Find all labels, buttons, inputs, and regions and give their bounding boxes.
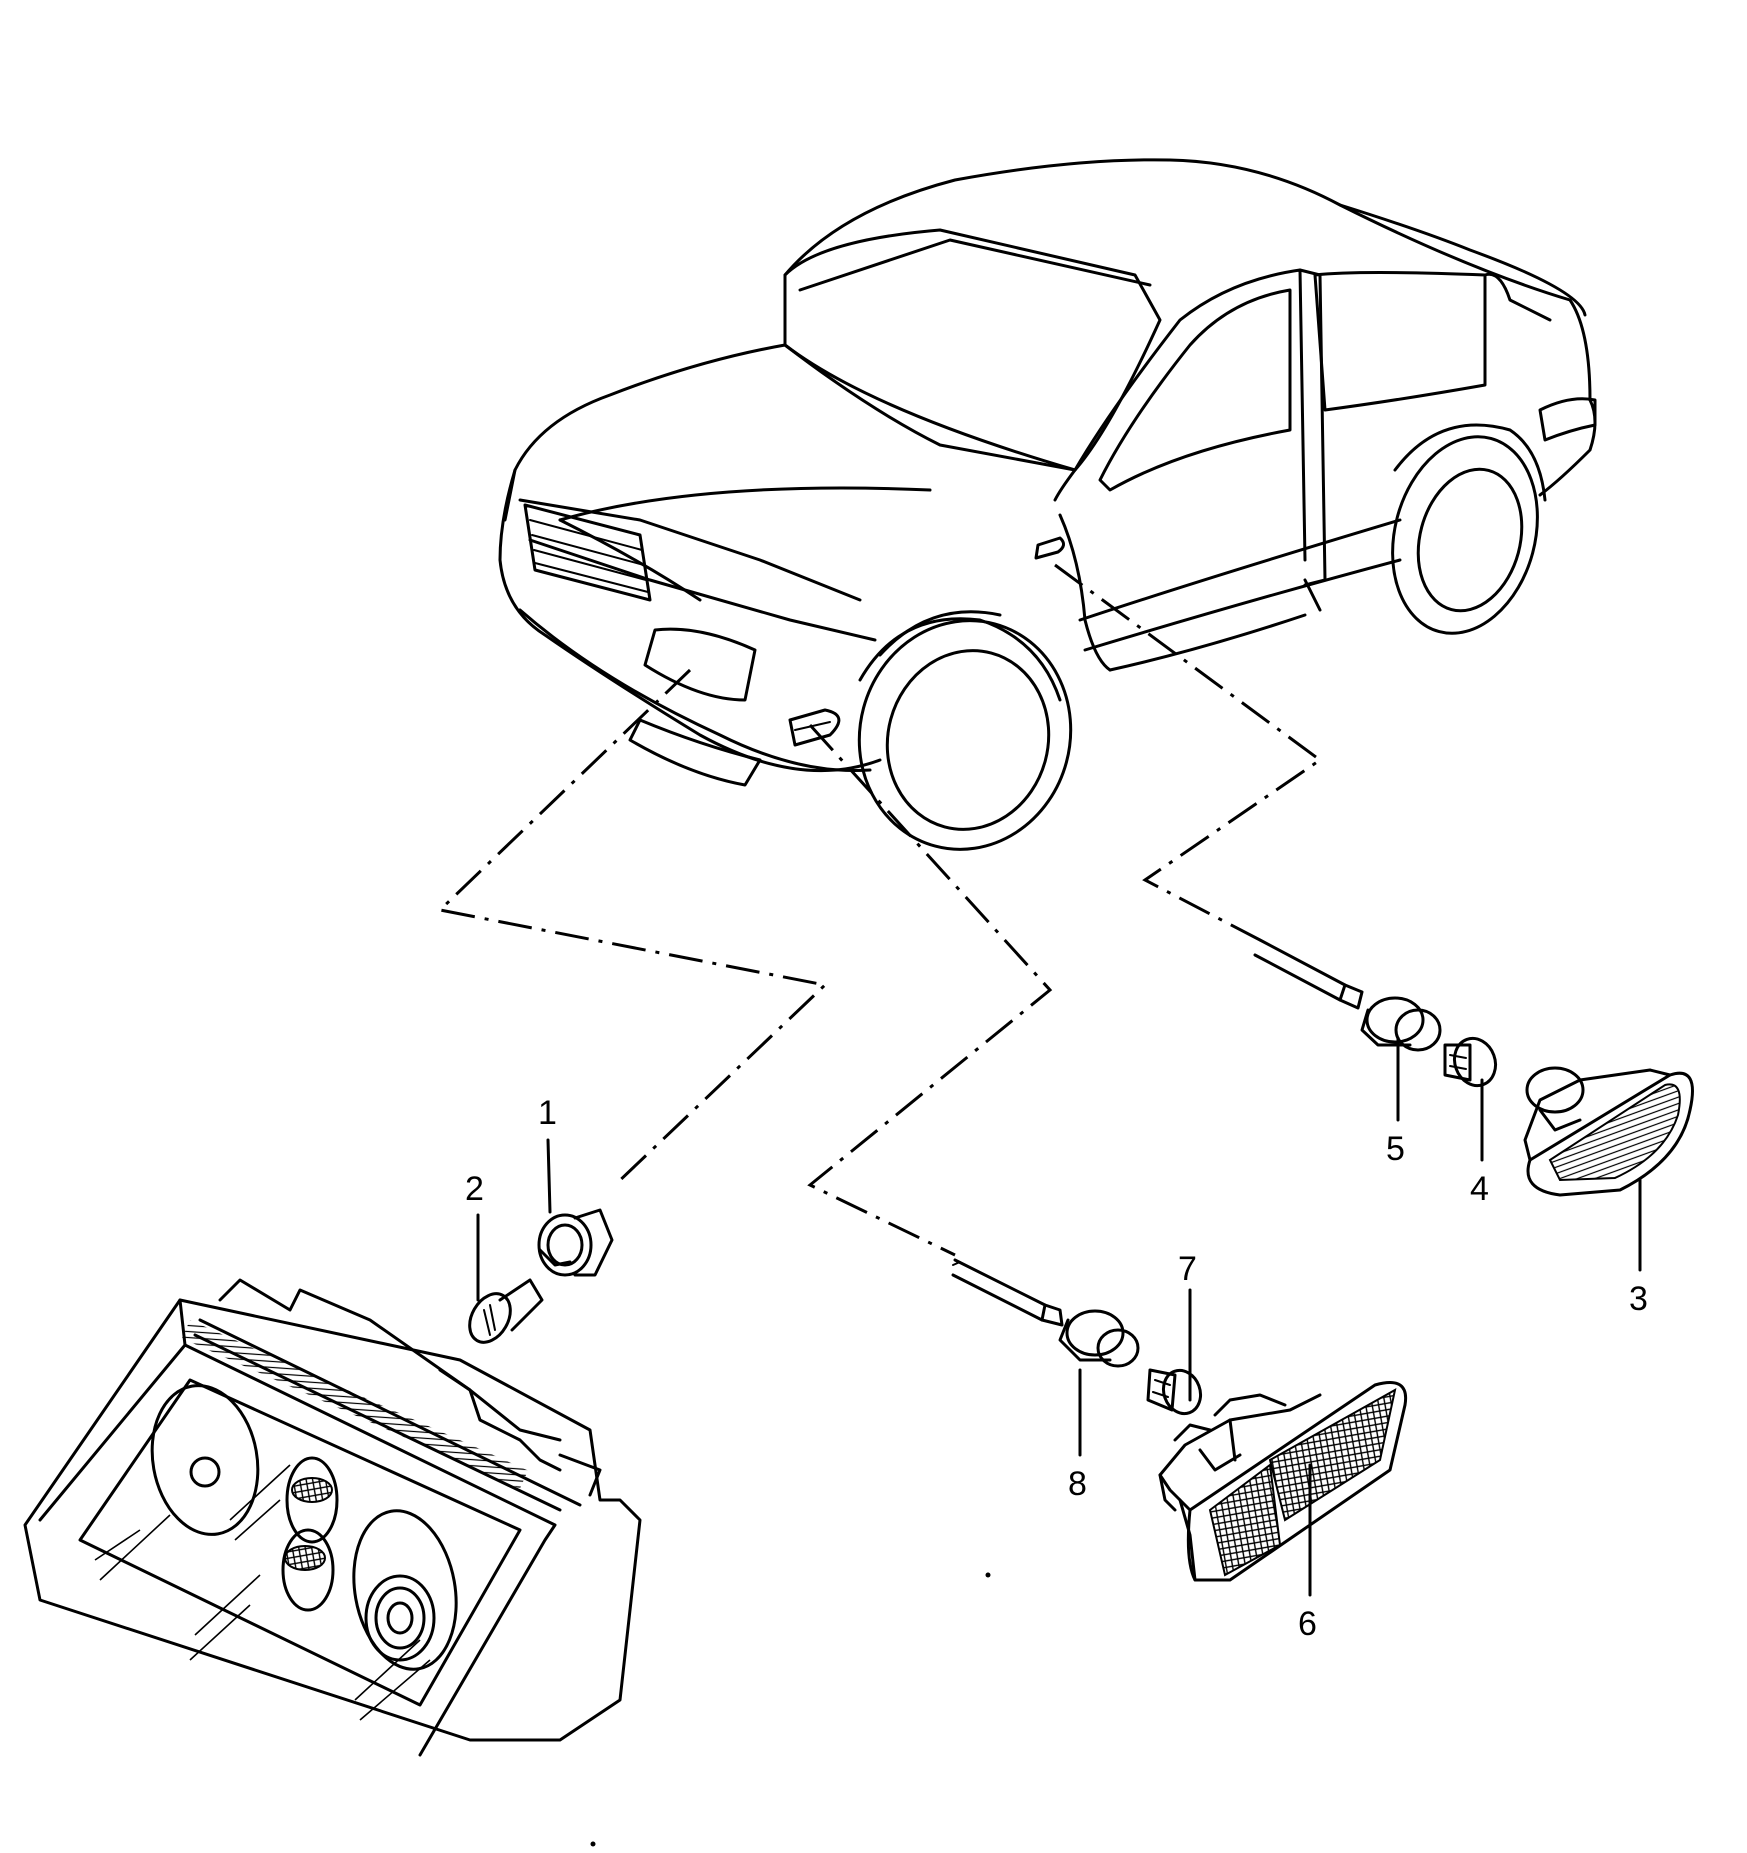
callout-2: 2 xyxy=(465,1170,484,1208)
bulb-part-7 xyxy=(1146,1368,1203,1416)
side-marker-part-6 xyxy=(1158,1381,1408,1582)
callout-1: 1 xyxy=(538,1094,557,1132)
callout-leaders xyxy=(476,1036,1642,1847)
callout-6: 6 xyxy=(1298,1605,1317,1643)
leader-lines xyxy=(436,563,1323,1257)
bulb-part-2 xyxy=(468,1278,544,1344)
callout-5: 5 xyxy=(1386,1130,1405,1168)
callout-8: 8 xyxy=(1068,1465,1087,1503)
callout-4: 4 xyxy=(1470,1170,1489,1208)
headlamp-assembly xyxy=(23,1278,642,1757)
callout-3: 3 xyxy=(1629,1280,1648,1318)
side-marker-part-3 xyxy=(1523,1066,1694,1197)
socket-part-5 xyxy=(1253,938,1442,1052)
callout-7: 7 xyxy=(1178,1250,1197,1288)
car-illustration xyxy=(498,158,1597,851)
bulb-part-4 xyxy=(1443,1036,1498,1088)
socket-part-1 xyxy=(537,1208,614,1277)
callout-labels: 1 2 3 4 5 6 7 8 xyxy=(465,1094,1648,1643)
socket-part-8 xyxy=(951,1258,1140,1368)
